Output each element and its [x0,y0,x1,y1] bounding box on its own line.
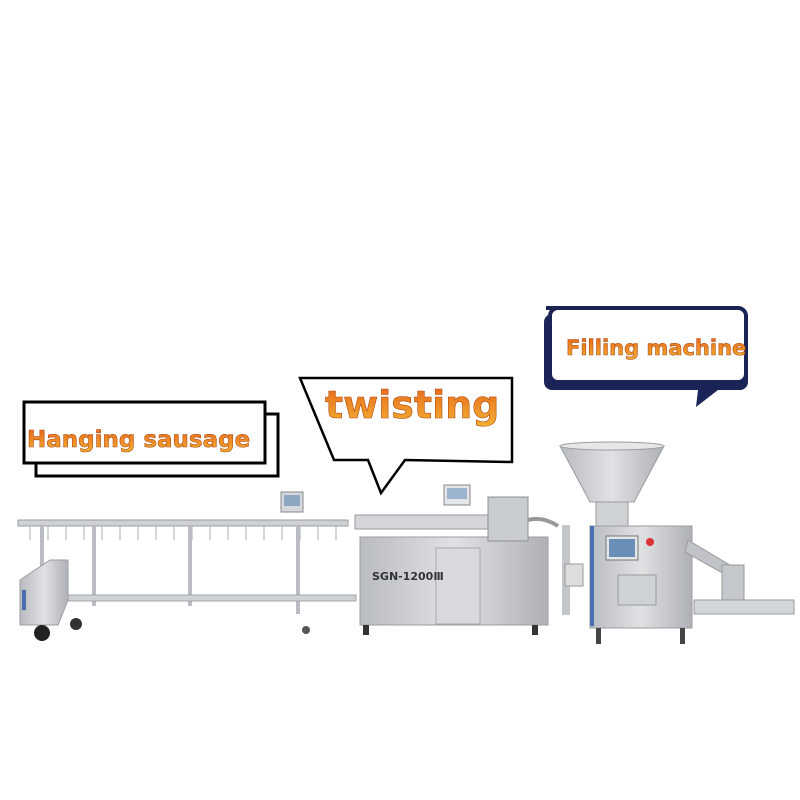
filling-machine [559,441,795,644]
twisting-label: twisting [325,383,499,427]
filling-machine-label: Filling machine [566,336,746,360]
filling-machine-callout: Filling machine [544,306,748,407]
hanging-conveyor [17,491,357,641]
machine-model-label: SGN-1200Ⅲ [372,570,444,583]
twisting-machine: SGN-1200Ⅲ [354,484,560,635]
hanging-sausage-callout: Hanging sausage [22,400,280,478]
hanging-sausage-label: Hanging sausage [27,427,250,453]
twisting-callout: twisting [298,376,514,496]
